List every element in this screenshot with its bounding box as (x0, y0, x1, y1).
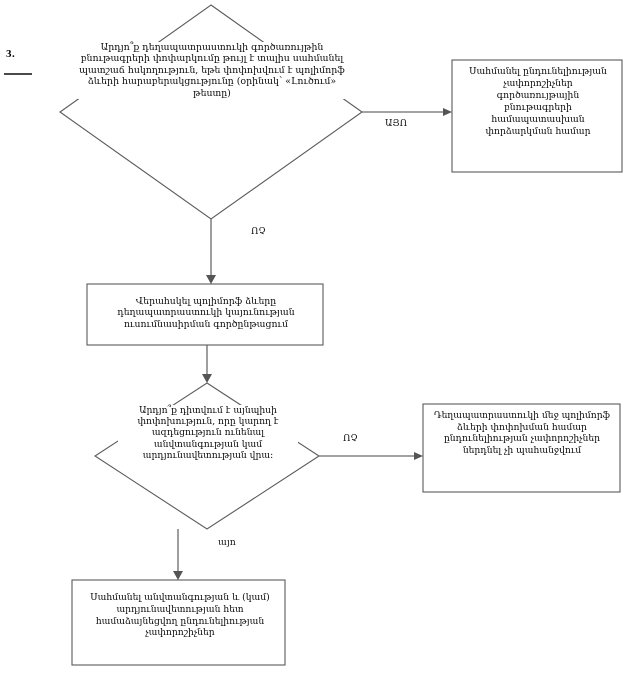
edge-label-decision2-yes: այո (216, 537, 238, 548)
edge-decision1-yes-arrowhead (443, 108, 452, 116)
section-marker: 3. (6, 48, 16, 60)
decision-2-label: Արդյո՞ք դիտվում է այնպիսի փոփոխություն, … (118, 405, 298, 462)
edge-label-decision1-no: ՈՉ (249, 226, 268, 237)
terminal-no-2-label: Դեղապատրաստուկի մեջ պոլիմորֆ ձևերի փոփոխ… (432, 410, 612, 457)
process-1-label: Վերահսկել պոլիմորֆ ձևերը դեղապատրաստուկի… (96, 296, 316, 330)
edge-process1-to-decision2-arrowhead (202, 374, 212, 383)
edge-label-decision2-no: ՈՉ (341, 433, 360, 444)
edge-label-decision1-yes: ԱՅՈ (383, 118, 410, 129)
section-marker-rule (4, 73, 32, 75)
decision-1-shape (59, 4, 363, 220)
decision-1-label: Արդյո՞ք դեղապատրաստուկի գործառույթին բնո… (78, 42, 346, 100)
edge-decision2-yes-arrowhead (173, 571, 183, 580)
edge-decision1-no-arrowhead (206, 275, 216, 284)
edge-decision2-no-arrowhead (414, 452, 423, 460)
terminal-yes-1-label: Սահմանել ընդունելիության չափորոշիչներ գո… (462, 66, 614, 138)
terminal-yes-2-label: Սահմանել անվտանգության և (կամ) արդյունավ… (82, 592, 278, 640)
